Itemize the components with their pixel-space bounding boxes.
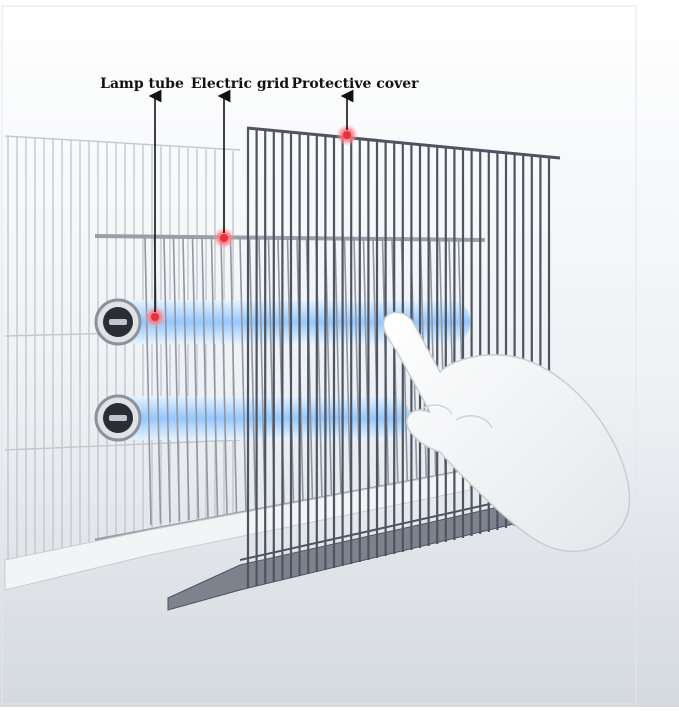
red-dot-marker-icon xyxy=(151,313,159,321)
electric-grid-wire xyxy=(248,237,257,511)
electric-grid-wire xyxy=(220,237,228,515)
electric-grid-wire xyxy=(239,237,247,513)
back-grid-rail xyxy=(4,135,241,151)
electric-grid-wire xyxy=(343,237,352,498)
electric-grid-wire xyxy=(163,237,171,523)
electric-grid-wire xyxy=(258,237,266,510)
red-dot-marker-icon xyxy=(220,234,228,242)
electric-grid-wire xyxy=(182,237,190,520)
electric-grid-wire xyxy=(191,237,200,519)
base-tray-back xyxy=(4,469,471,591)
electric-grid-wire xyxy=(210,237,219,516)
electric-grid-wire xyxy=(201,237,209,518)
lamp-tube-label: Lamp tube xyxy=(100,76,184,92)
cover-top-rail xyxy=(246,126,561,160)
red-dot-marker-icon xyxy=(343,131,351,139)
electric-grid-wire xyxy=(229,237,238,514)
electric-grid-wire xyxy=(334,237,342,500)
back-grid-rail xyxy=(4,439,241,451)
electric-grid-wire xyxy=(172,237,181,522)
cover-bottom-rail xyxy=(239,494,531,561)
protective-cover-label: Protective cover xyxy=(291,76,419,92)
electric-grid-wire xyxy=(144,237,152,526)
frame-border xyxy=(1,5,637,705)
pointing-hand-icon xyxy=(382,311,631,552)
electric-grid-label: Electric grid xyxy=(191,76,289,92)
